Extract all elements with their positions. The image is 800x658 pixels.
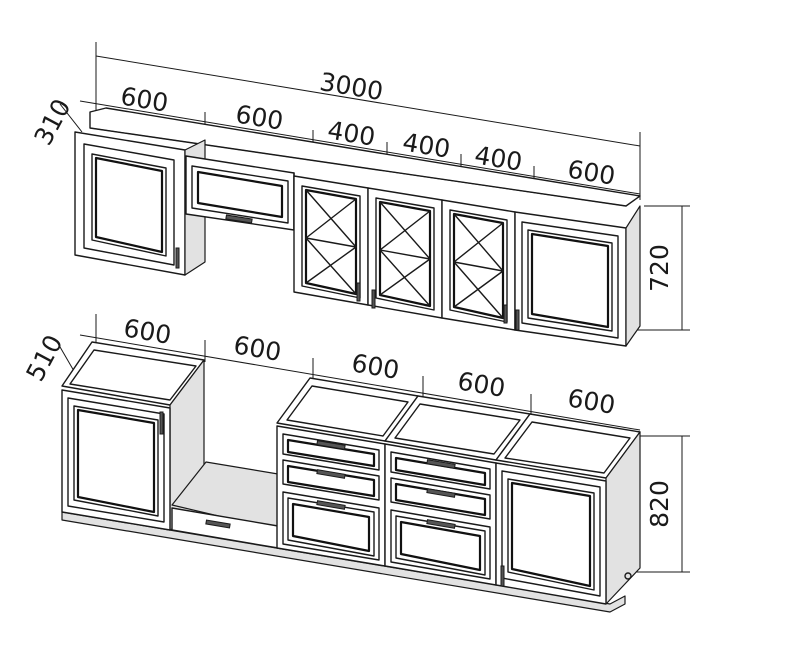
upper-cabinets (74, 107, 641, 347)
drawer-handle-icon (426, 519, 456, 529)
door-handle-icon (500, 565, 505, 587)
dim-upper-depth: 310 (28, 94, 76, 150)
upper-top (89, 107, 641, 207)
upper-cabinet-4 (367, 187, 443, 319)
dim-line-overall (95, 55, 641, 147)
door-handle-icon (356, 282, 361, 302)
dim-lower-module-2: 600 (231, 330, 283, 367)
upper-cabinet-2 (185, 155, 295, 231)
lower-cabinet-2-gap (171, 461, 279, 549)
dim-lower-depth: 510 (20, 330, 68, 386)
drawer-handle-icon (205, 519, 231, 529)
drawer-handle-icon (316, 469, 346, 479)
dim-lower-module-3: 600 (349, 348, 401, 385)
drawer-handle-icon (316, 440, 346, 450)
dim-line-upper-depth (59, 103, 83, 133)
dim-upper-height: 720 (645, 244, 674, 292)
dim-line-modules (79, 100, 641, 195)
upper-cabinet-3 (293, 175, 369, 306)
lower-cabinet-1 (61, 341, 205, 531)
dim-overall-width: 3000 (318, 67, 386, 106)
lower-cabinet-4 (384, 395, 531, 586)
upper-cabinet-6 (514, 205, 641, 347)
leg-adjuster-icon (624, 572, 632, 580)
dim-lower-height: 820 (645, 480, 674, 528)
flap-handle-icon (225, 214, 253, 224)
door-handle-icon (515, 309, 520, 331)
dim-lower-module-4: 600 (455, 366, 507, 403)
dim-line-lower-modules (79, 334, 641, 431)
door-handle-icon (371, 289, 376, 309)
drawer-handle-icon (426, 488, 456, 498)
lower-cabinet-3 (276, 377, 419, 567)
upper-cabinet-5 (441, 199, 516, 331)
dim-lower-module-1: 600 (121, 313, 173, 350)
lower-cabinet-5 (495, 413, 641, 605)
drawer-handle-icon (426, 459, 456, 469)
door-handle-icon (503, 304, 508, 324)
upper-top-edge (89, 127, 627, 207)
door-handle-icon (159, 411, 164, 435)
door-handle-icon (175, 247, 180, 269)
dim-lower-module-5: 600 (565, 383, 617, 420)
plinth (61, 511, 626, 613)
lower-cabinets (61, 341, 641, 613)
drawer-handle-icon (316, 500, 346, 510)
